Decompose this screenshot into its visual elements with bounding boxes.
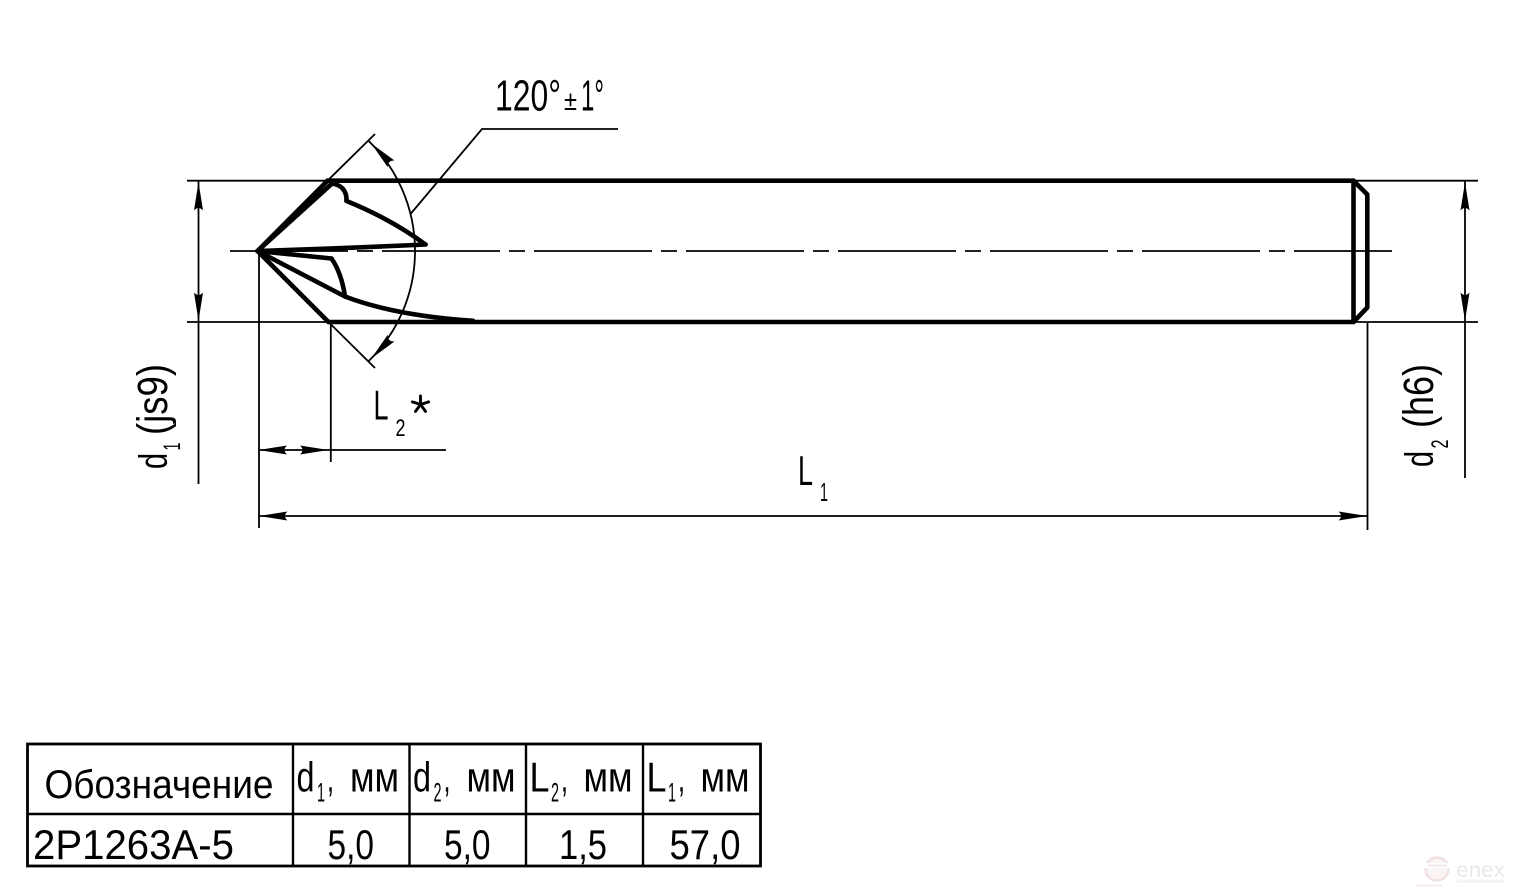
svg-text:1: 1 xyxy=(159,443,186,451)
svg-text:2: 2 xyxy=(551,778,559,808)
svg-text:,: , xyxy=(678,757,685,801)
svg-text:(h6): (h6) xyxy=(1395,364,1443,428)
svg-text:enex: enex xyxy=(1456,859,1506,882)
svg-text:120°: 120° xyxy=(495,72,561,121)
svg-text:(js9): (js9) xyxy=(129,364,177,435)
svg-text:5,0: 5,0 xyxy=(328,821,375,868)
svg-text:L: L xyxy=(647,754,667,801)
svg-text:1°: 1° xyxy=(581,72,604,121)
svg-text:Обозначение: Обозначение xyxy=(45,763,274,807)
svg-text:1: 1 xyxy=(317,778,325,808)
svg-text:±: ± xyxy=(564,85,577,116)
svg-text:L: L xyxy=(374,382,389,429)
svg-text:мм: мм xyxy=(701,754,750,801)
svg-text:1: 1 xyxy=(820,477,828,507)
svg-text:,: , xyxy=(561,757,568,801)
svg-text:2: 2 xyxy=(434,778,442,808)
svg-text:мм: мм xyxy=(584,754,633,801)
svg-text:d: d xyxy=(413,754,431,801)
svg-text:1,5: 1,5 xyxy=(559,821,607,868)
svg-text:мм: мм xyxy=(350,754,399,801)
svg-text:d: d xyxy=(1398,451,1442,467)
svg-text:2: 2 xyxy=(1427,440,1454,449)
svg-text:d: d xyxy=(297,754,315,801)
svg-text:L: L xyxy=(530,754,550,801)
svg-text:57,0: 57,0 xyxy=(670,821,741,868)
svg-text:d: d xyxy=(132,453,176,469)
svg-text:1: 1 xyxy=(668,778,676,808)
svg-text:L: L xyxy=(798,447,813,494)
svg-text:5,0: 5,0 xyxy=(444,821,491,868)
svg-text:,: , xyxy=(327,757,334,801)
svg-text:2Р1263А-5: 2Р1263А-5 xyxy=(33,821,234,868)
svg-text:мм: мм xyxy=(467,754,516,801)
svg-text:,: , xyxy=(444,757,451,801)
svg-text:2: 2 xyxy=(396,415,406,442)
